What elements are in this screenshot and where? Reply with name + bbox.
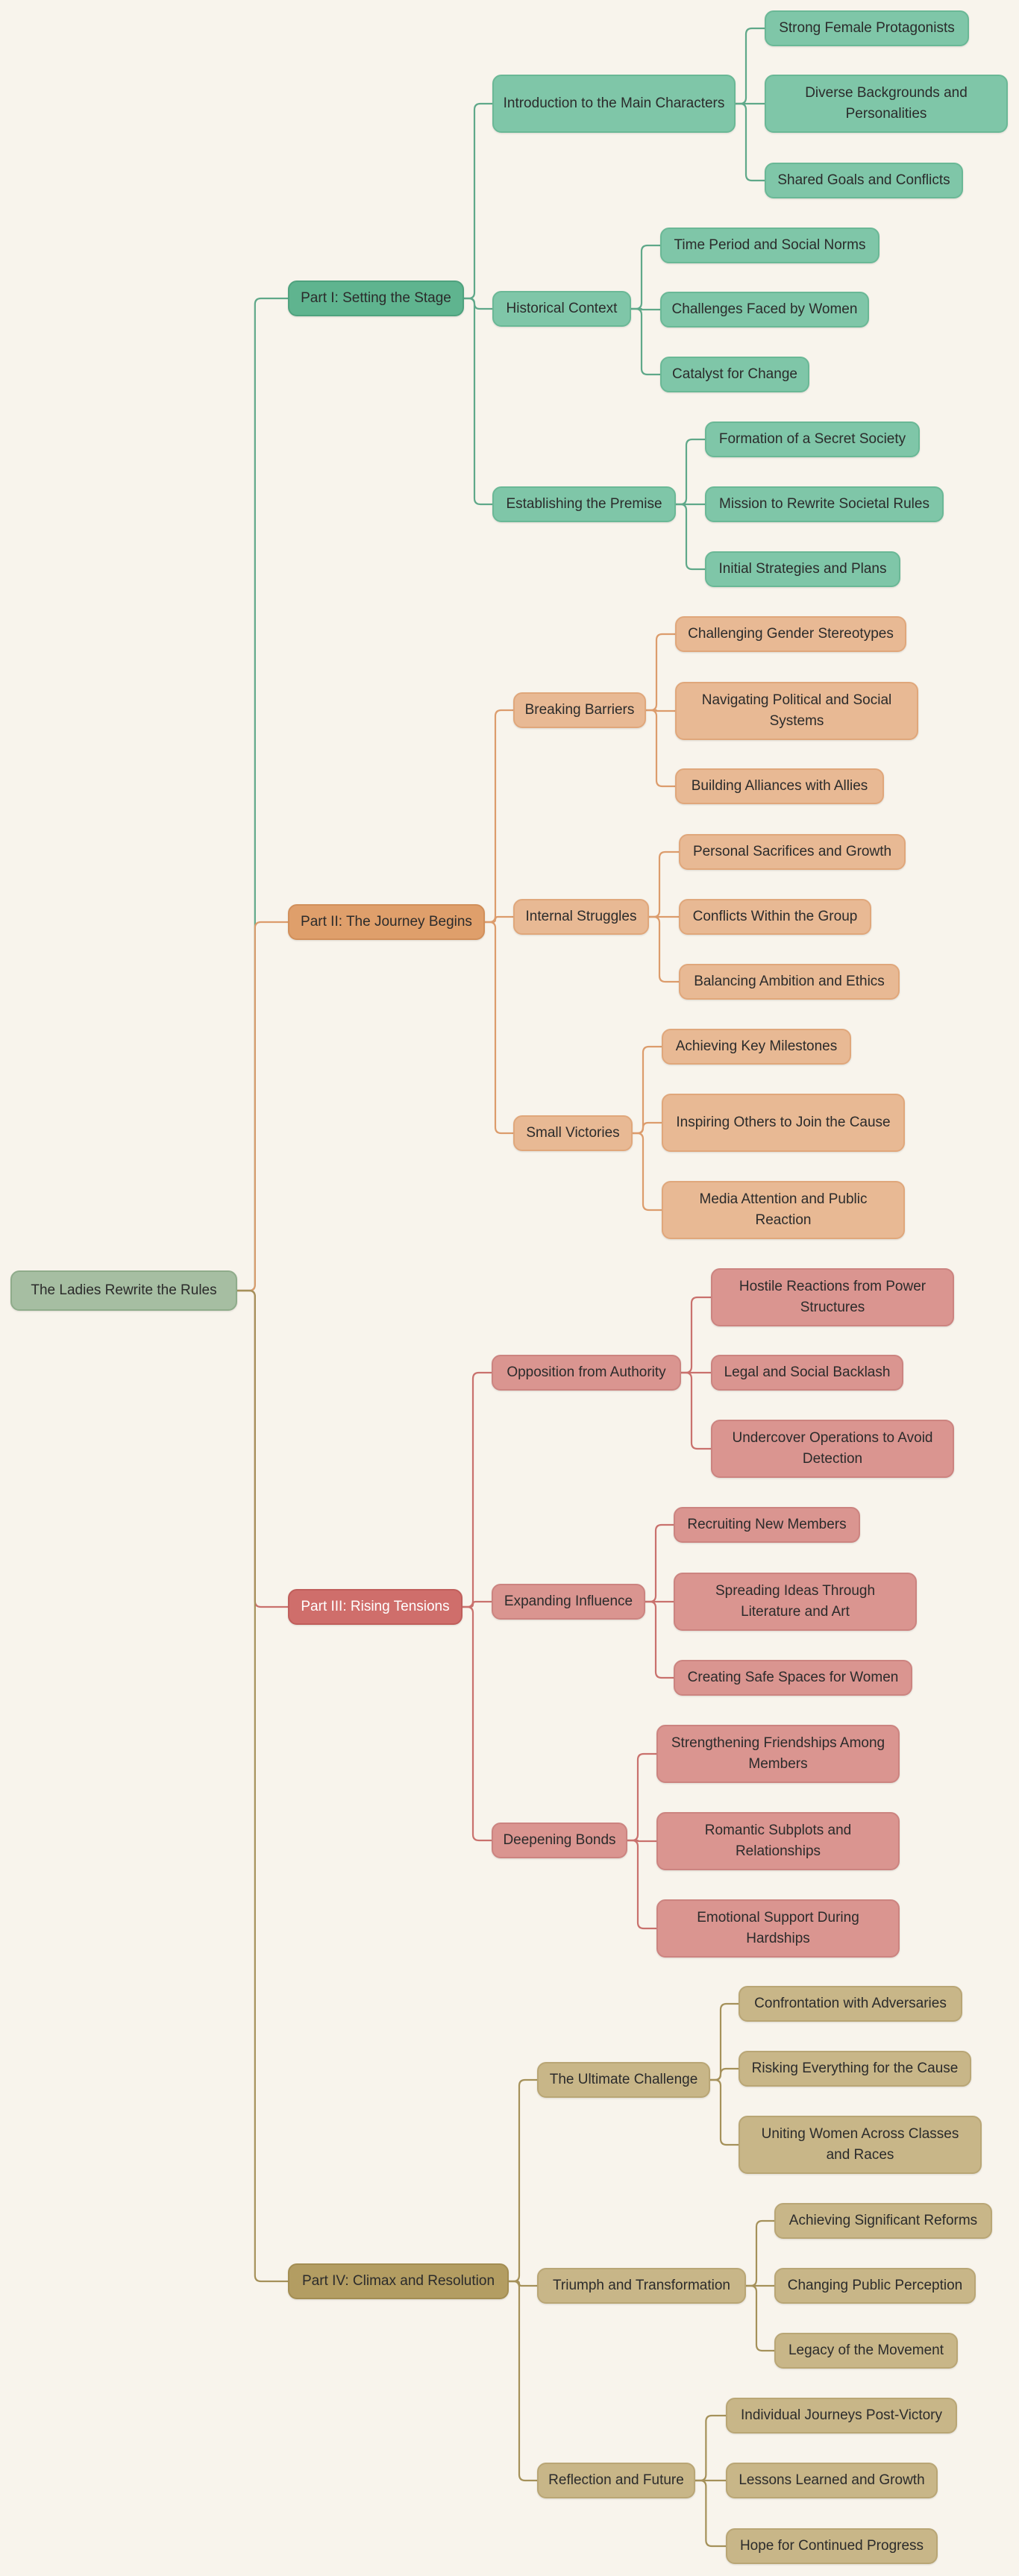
connector-line (631, 307, 660, 376)
part-4-section-3-node[interactable]: Reflection and Future (537, 2463, 695, 2498)
topic-node[interactable]: Initial Strategies and Plans (705, 551, 900, 587)
topic-node[interactable]: Recruiting New Members (674, 1507, 860, 1543)
connector-line (463, 1600, 492, 1608)
connector-line (631, 244, 660, 310)
part-2-section-2-node[interactable]: Internal Struggles (513, 899, 649, 935)
connector-line (463, 1605, 492, 1842)
part-2-section-3-node[interactable]: Small Victories (513, 1115, 633, 1151)
part-1-section-1-node[interactable]: Introduction to the Main Characters (492, 75, 736, 133)
connector-line (485, 915, 513, 924)
topic-node[interactable]: Balancing Ambition and Ethics (679, 964, 900, 1000)
connector-line (746, 2219, 774, 2287)
connector-line (649, 915, 679, 983)
part-2-node[interactable]: Part II: The Journey Begins (288, 904, 485, 940)
connector-line (710, 2078, 739, 2146)
connector-line (746, 2284, 774, 2352)
topic-node[interactable]: Mission to Rewrite Societal Rules (705, 486, 944, 522)
topic-node[interactable]: Shared Goals and Conflicts (765, 163, 963, 198)
topic-node[interactable]: Inspiring Others to Join the Cause (662, 1094, 905, 1152)
connector-line (710, 2067, 739, 2081)
topic-node[interactable]: Navigating Political and Social Systems (675, 682, 918, 740)
part-1-section-2-node[interactable]: Historical Context (492, 291, 631, 327)
connector-line (736, 102, 765, 182)
part-3-section-1-node[interactable]: Opposition from Authority (492, 1355, 681, 1391)
topic-node[interactable]: Legal and Social Backlash (711, 1355, 903, 1391)
part-4-section-1-node[interactable]: The Ultimate Challenge (537, 2062, 710, 2098)
topic-node[interactable]: Risking Everything for the Cause (739, 2051, 971, 2087)
part-3-node[interactable]: Part III: Rising Tensions (288, 1589, 463, 1625)
connector-line (627, 1752, 656, 1842)
root-node[interactable]: The Ladies Rewrite the Rules (10, 1270, 237, 1311)
topic-node[interactable]: Diverse Backgrounds and Personalities (765, 75, 1008, 133)
topic-node[interactable]: Individual Journeys Post-Victory (726, 2398, 957, 2434)
connector-line (633, 1132, 662, 1212)
connector-line (633, 1045, 662, 1135)
topic-node[interactable]: Challenges Faced by Women (660, 292, 869, 328)
topic-node[interactable]: Legacy of the Movement (774, 2333, 958, 2369)
connector-line (237, 921, 288, 1292)
connector-line (463, 1371, 492, 1608)
part-1-node[interactable]: Part I: Setting the Stage (288, 281, 464, 316)
connector-line (485, 709, 513, 924)
topic-node[interactable]: Conflicts Within the Group (679, 899, 871, 935)
topic-node[interactable]: Media Attention and Public Reaction (662, 1181, 905, 1239)
part-4-section-2-node[interactable]: Triumph and Transformation (537, 2268, 746, 2304)
topic-node[interactable]: Hostile Reactions from Power Structures (711, 1268, 954, 1326)
topic-node[interactable]: Emotional Support During Hardships (656, 1899, 900, 1958)
topic-node[interactable]: Formation of a Secret Society (705, 422, 920, 457)
part-3-section-3-node[interactable]: Deepening Bonds (492, 1823, 627, 1858)
connector-line (464, 297, 492, 310)
connector-line (676, 503, 705, 571)
connector-line (237, 1289, 288, 2283)
connector-line (509, 2078, 537, 2283)
topic-node[interactable]: Lessons Learned and Growth (726, 2463, 938, 2498)
connector-line (681, 1371, 711, 1450)
topic-node[interactable]: Confrontation with Adversaries (739, 1986, 962, 2022)
connector-line (464, 102, 492, 300)
topic-node[interactable]: Achieving Key Milestones (662, 1029, 851, 1065)
topic-node[interactable]: Catalyst for Change (660, 357, 809, 392)
connector-line (631, 307, 660, 311)
topic-node[interactable]: Challenging Gender Stereotypes (675, 616, 906, 652)
connector-line (633, 1121, 662, 1135)
part-1-section-3-node[interactable]: Establishing the Premise (492, 486, 676, 522)
connector-line (695, 2479, 726, 2548)
part-4-node[interactable]: Part IV: Climax and Resolution (288, 2263, 509, 2299)
connector-line (509, 2280, 537, 2482)
part-3-section-2-node[interactable]: Expanding Influence (492, 1584, 645, 1620)
connector-line (646, 709, 675, 712)
topic-node[interactable]: Time Period and Social Norms (660, 228, 880, 263)
connector-line (646, 633, 675, 712)
connector-line (736, 27, 765, 105)
connector-line (646, 709, 675, 788)
topic-node[interactable]: Personal Sacrifices and Growth (679, 834, 906, 870)
topic-node[interactable]: Changing Public Perception (774, 2268, 976, 2304)
topic-node[interactable]: Strengthening Friendships Among Members (656, 1725, 900, 1783)
connector-line (681, 1296, 711, 1374)
topic-node[interactable]: Building Alliances with Allies (675, 768, 884, 804)
connector-line (485, 921, 513, 1135)
topic-node[interactable]: Strong Female Protagonists (765, 10, 969, 46)
topic-node[interactable]: Undercover Operations to Avoid Detection (711, 1420, 954, 1478)
connector-line (237, 297, 288, 1292)
connector-line (645, 1600, 674, 1679)
connector-line (464, 297, 492, 506)
connector-line (237, 1289, 288, 1608)
connector-line (627, 1839, 656, 1843)
topic-node[interactable]: Hope for Continued Progress (726, 2528, 938, 2564)
connector-line (676, 438, 705, 506)
topic-node[interactable]: Uniting Women Across Classes and Races (739, 2116, 982, 2174)
connector-line (695, 2414, 726, 2482)
topic-node[interactable]: Spreading Ideas Through Literature and A… (674, 1573, 917, 1631)
topic-node[interactable]: Achieving Significant Reforms (774, 2203, 992, 2239)
connector-line (649, 850, 679, 918)
topic-node[interactable]: Romantic Subplots and Relationships (656, 1812, 900, 1870)
connector-line (627, 1839, 656, 1930)
part-2-section-1-node[interactable]: Breaking Barriers (513, 692, 646, 728)
topic-node[interactable]: Creating Safe Spaces for Women (674, 1660, 912, 1696)
connector-line (645, 1523, 674, 1603)
